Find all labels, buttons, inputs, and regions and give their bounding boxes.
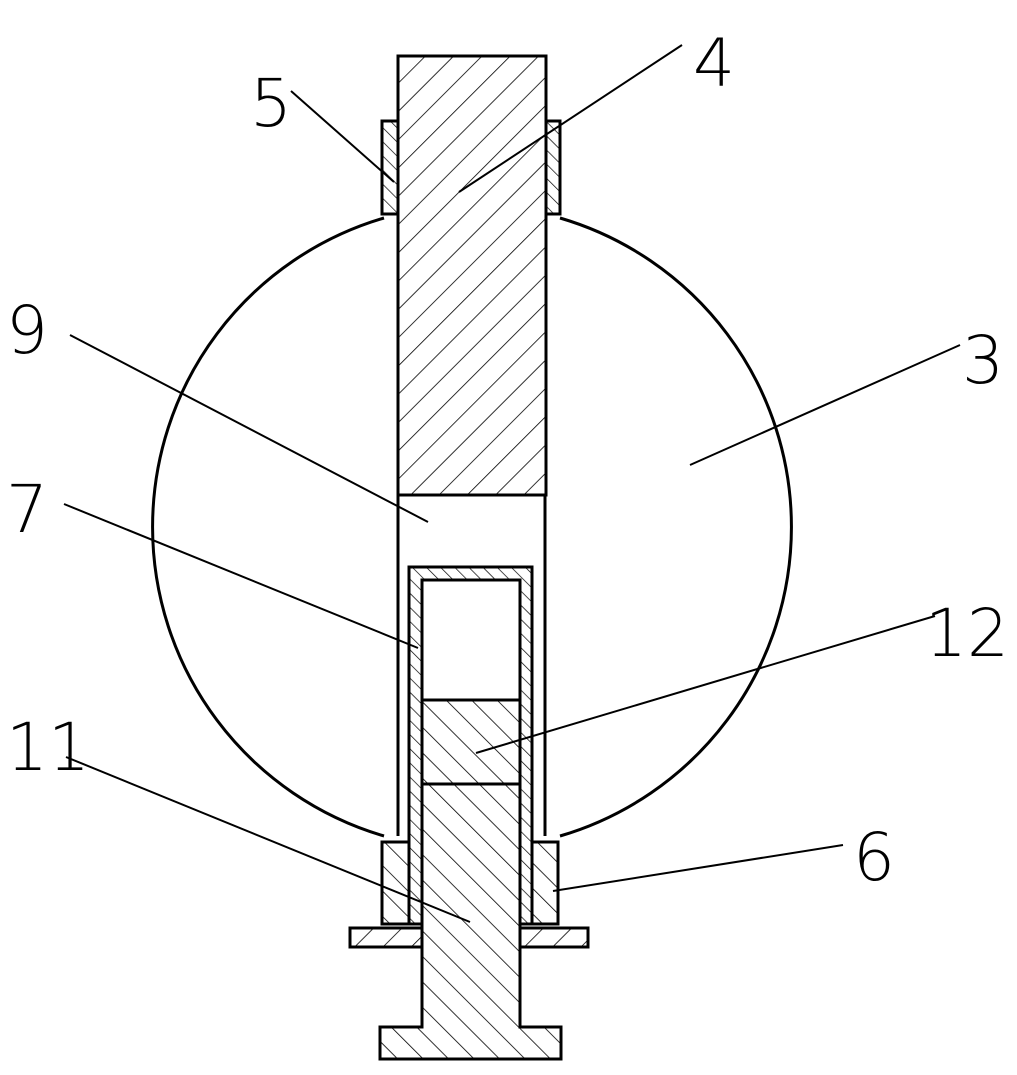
sealing-block — [420, 698, 522, 786]
callout-9: 9 — [6, 292, 48, 369]
leader-line-6 — [552, 844, 844, 892]
upper-collar-left — [380, 119, 400, 216]
lower-collar-right — [530, 840, 560, 926]
callout-7: 7 — [6, 471, 48, 548]
upper-collar-right — [544, 119, 562, 216]
callout-3: 3 — [962, 322, 1004, 399]
leader-line-7 — [63, 503, 419, 649]
leader-line-4 — [458, 44, 683, 193]
callout-6: 6 — [853, 819, 895, 896]
leader-line-11 — [65, 756, 471, 923]
callout-4: 4 — [693, 25, 735, 102]
sphere-body-outline-right — [559, 216, 793, 838]
piston-rod — [378, 782, 563, 1061]
leader-line-9 — [69, 334, 429, 523]
upper-rod — [396, 54, 548, 497]
leader-line-12 — [475, 615, 936, 754]
callout-5: 5 — [250, 65, 292, 142]
leader-line-5 — [290, 90, 395, 183]
callout-11: 11 — [6, 709, 90, 786]
callout-12: 12 — [925, 595, 1009, 672]
sphere-body-outline — [151, 216, 385, 838]
lower-collar-left — [380, 840, 411, 926]
leader-line-3 — [689, 344, 961, 466]
